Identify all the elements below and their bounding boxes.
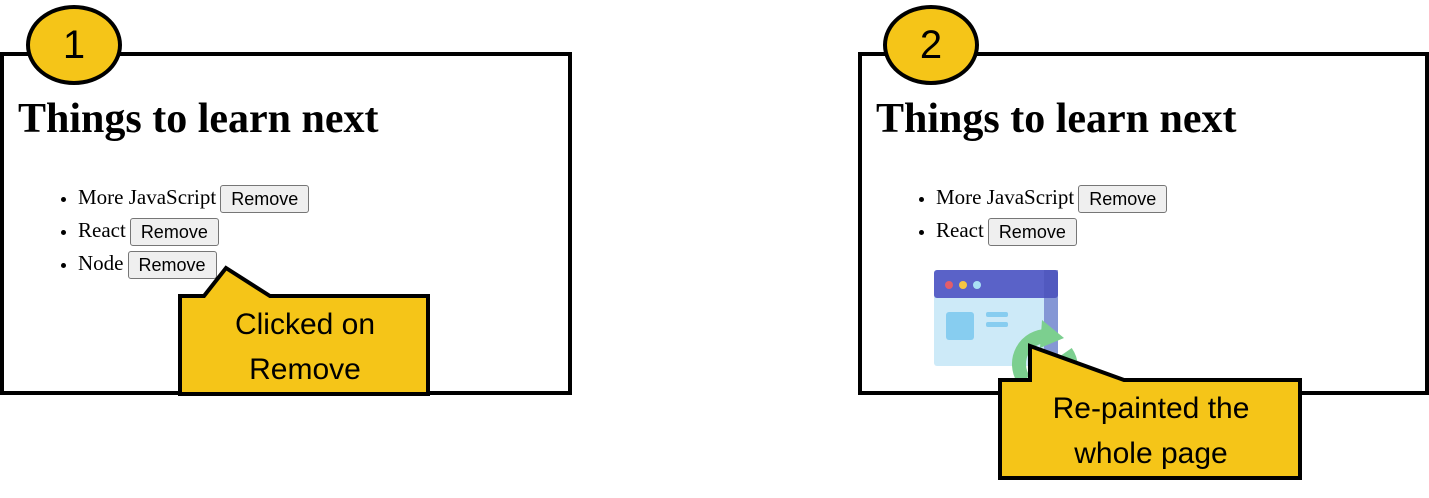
window-dot-blue bbox=[973, 281, 981, 289]
window-dot-red bbox=[945, 281, 953, 289]
remove-button[interactable]: Remove bbox=[1078, 185, 1168, 214]
remove-button[interactable]: Remove bbox=[129, 218, 219, 247]
browser-window-header bbox=[934, 270, 1058, 298]
step-number-badge: 1 bbox=[26, 5, 122, 85]
callout-clicked-remove: Clicked on Remove bbox=[234, 308, 376, 386]
page-heading: Things to learn next bbox=[876, 96, 1237, 142]
step-number-badge: 2 bbox=[883, 5, 979, 85]
remove-button[interactable]: Remove bbox=[220, 185, 310, 214]
item-label: React bbox=[936, 218, 984, 242]
remove-button[interactable]: Remove bbox=[127, 251, 217, 280]
window-dot-yellow bbox=[959, 281, 967, 289]
item-label: More JavaScript bbox=[936, 185, 1075, 209]
step-2-panel: Things to learn next More JavaScriptRemo… bbox=[858, 52, 1429, 395]
item-label: React bbox=[78, 218, 126, 242]
page-heading: Things to learn next bbox=[18, 96, 379, 142]
item-label: Node bbox=[78, 251, 124, 275]
remove-button[interactable]: Remove bbox=[987, 218, 1077, 247]
callout-repainted-page: Re-painted the whole page bbox=[1052, 392, 1250, 470]
item-label: More JavaScript bbox=[78, 185, 217, 209]
